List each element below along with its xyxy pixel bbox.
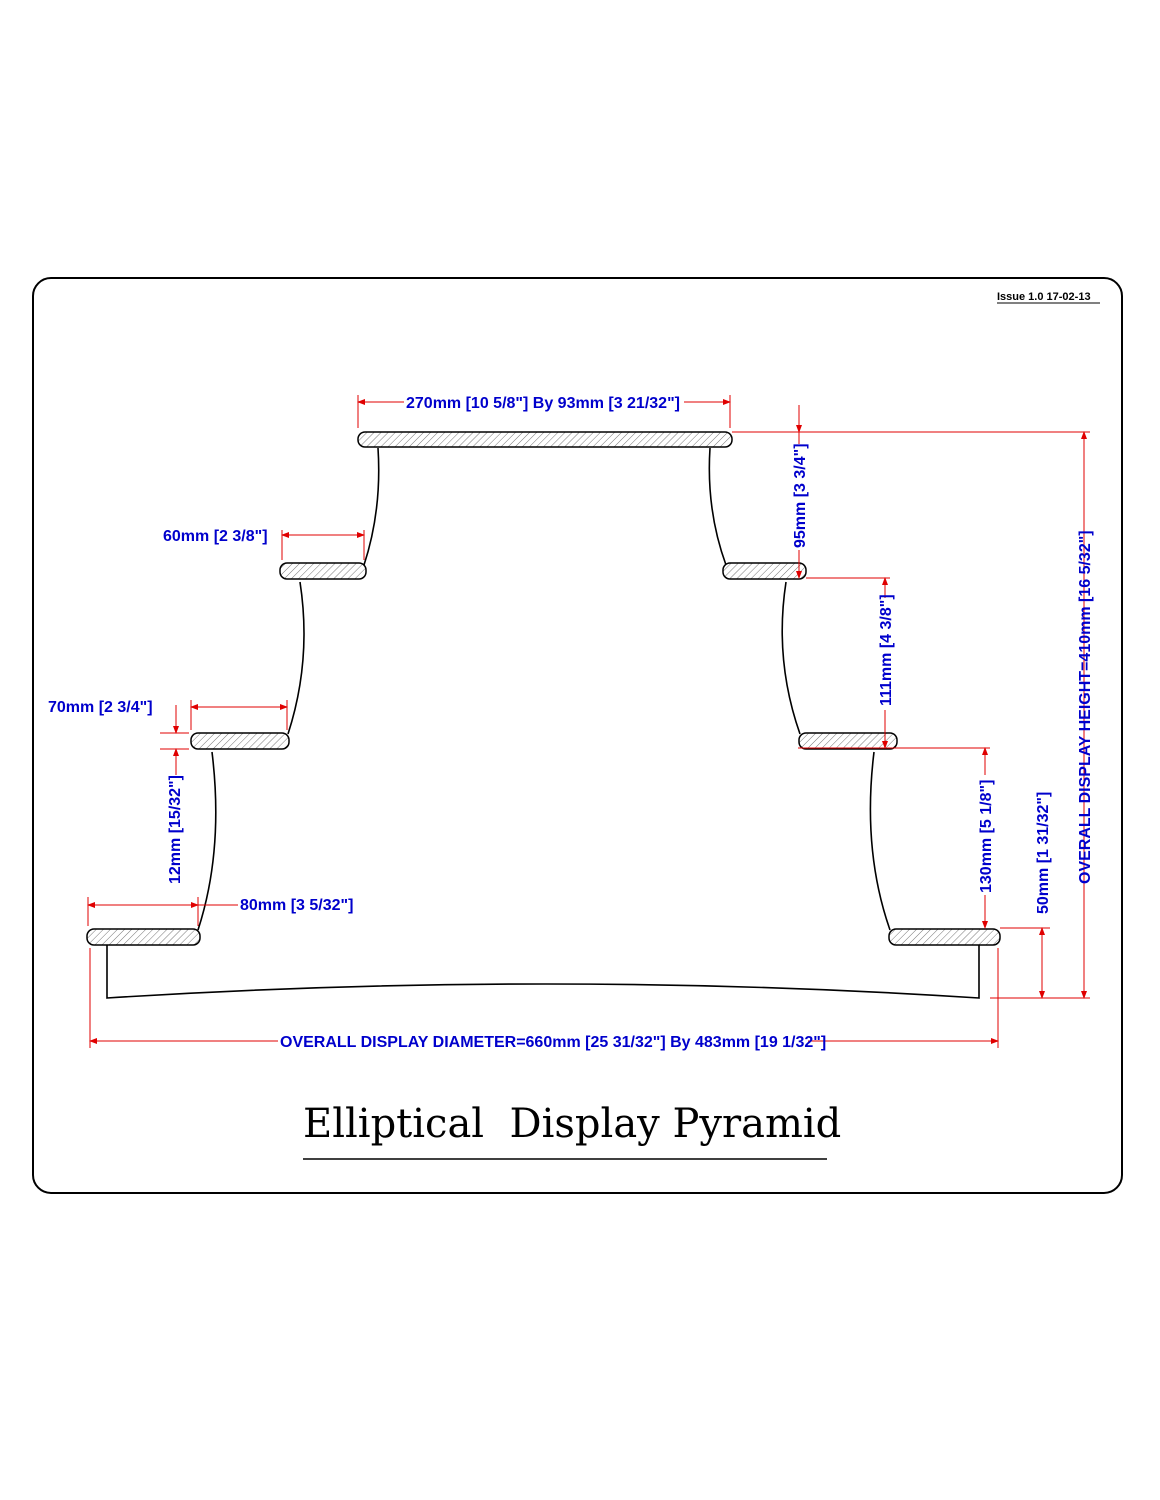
- shelf-3-left: [190, 732, 290, 750]
- dim-riser-3: 130mm [5 1/8"]: [978, 780, 995, 893]
- dim-top-shelf: 270mm [10 5/8"] By 93mm [3 21/32"]: [406, 395, 680, 412]
- shelf-top: [357, 431, 733, 448]
- drawing-title: Elliptical Display Pyramid: [303, 1101, 841, 1147]
- issue-label: Issue 1.0 17-02-13: [997, 291, 1091, 303]
- dim-shelf-4-depth: 80mm [3 5/32"]: [240, 897, 353, 914]
- dimension-lines: [87, 395, 1090, 1048]
- dim-shelf-3-depth: 70mm [2 3/4"]: [48, 699, 153, 716]
- sheet-border: [32, 277, 1123, 1194]
- dim-riser-2: 111mm [4 3/8"]: [878, 594, 895, 706]
- shelves: [86, 431, 1001, 946]
- shelf-4-right: [888, 928, 1001, 946]
- dimension-labels: 270mm [10 5/8"] By 93mm [3 21/32"] 60mm …: [48, 395, 1094, 1051]
- dim-base-height: 50mm [1 31/32"]: [1035, 792, 1052, 914]
- dim-top-riser: 95mm [3 3/4"]: [792, 443, 809, 548]
- shelf-4-left: [86, 928, 201, 946]
- pyramid-body: [106, 447, 980, 999]
- dim-overall-height: OVERALL DISPLAY HEIGHT=410mm [16 5/32"]: [1077, 530, 1094, 884]
- dim-shelf-2-depth: 60mm [2 3/8"]: [163, 528, 268, 545]
- shelf-2-left: [279, 562, 367, 580]
- dim-overall-diameter: OVERALL DISPLAY DIAMETER=660mm [25 31/32…: [280, 1034, 826, 1051]
- shelf-3-right: [798, 732, 898, 750]
- shelf-2-right: [722, 562, 807, 580]
- dim-shelf-thickness: 12mm [15/32"]: [167, 775, 184, 884]
